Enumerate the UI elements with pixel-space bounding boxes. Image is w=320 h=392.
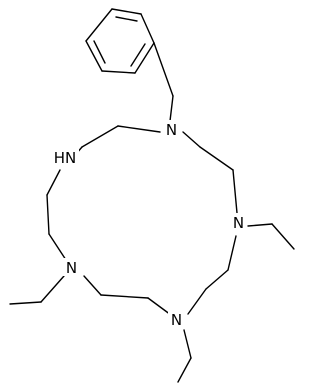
- nitrogen-atom-label: N: [66, 259, 77, 277]
- bond: [101, 70, 136, 74]
- chemical-structure: N N N N HN: [9, 8, 295, 383]
- bond: [247, 223, 273, 227]
- bond: [46, 194, 50, 235]
- bond: [85, 40, 103, 72]
- bond: [187, 288, 207, 315]
- atom-background: [63, 258, 80, 276]
- bond: [169, 95, 174, 122]
- bond: [199, 146, 234, 171]
- atom-background: [51, 148, 79, 166]
- bond: [85, 8, 113, 42]
- bond: [93, 40, 106, 64]
- nitrogen-atom-label: N: [171, 311, 182, 329]
- atom-background: [230, 213, 247, 231]
- bonds: [9, 8, 295, 383]
- bond: [232, 169, 238, 214]
- bond: [183, 329, 192, 359]
- bond: [153, 42, 174, 97]
- nitrogen-atom-label: N: [233, 214, 244, 232]
- structure-canvas: N N N N HN: [9, 8, 295, 383]
- bond: [48, 233, 67, 261]
- bond: [182, 131, 201, 148]
- bond: [115, 16, 138, 22]
- bond: [147, 297, 172, 316]
- nitrogen-atom-label: N: [166, 121, 177, 139]
- bond: [111, 8, 142, 15]
- bond: [177, 357, 192, 383]
- bond: [271, 223, 295, 250]
- bond: [227, 235, 237, 271]
- atom-labels: N N N N HN: [51, 120, 247, 329]
- bond: [81, 125, 119, 148]
- bond: [9, 301, 42, 305]
- secondary-amine-label: HN: [54, 149, 77, 167]
- atom-background: [163, 120, 180, 138]
- bond: [117, 125, 161, 133]
- atom-background: [168, 310, 185, 328]
- bond: [130, 43, 146, 67]
- bond: [83, 275, 102, 296]
- bond: [140, 13, 155, 44]
- bond: [40, 275, 65, 303]
- bond: [46, 169, 61, 196]
- bond: [205, 269, 229, 290]
- bond: [134, 42, 155, 74]
- bond: [100, 294, 149, 299]
